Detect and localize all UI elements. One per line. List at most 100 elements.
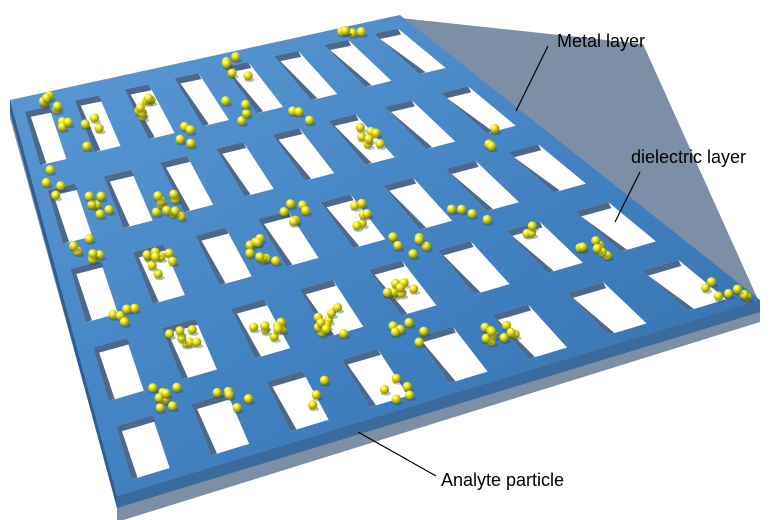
hole-wall-shadow (195, 227, 229, 286)
analyte-particle (486, 141, 497, 151)
analyte-particle (279, 206, 289, 217)
analyte-particle (592, 243, 602, 254)
hole-5-6 (491, 304, 568, 360)
hole-opening (272, 128, 335, 181)
analyte-particle (271, 256, 281, 266)
hole-wall-shadow (115, 415, 156, 480)
analyte-particle (527, 221, 537, 231)
hole-opening (575, 202, 656, 252)
hole-wall-shadow (324, 39, 372, 88)
hole-wall-shadow (70, 260, 104, 323)
hole-5-7 (567, 282, 647, 335)
hole-wall-shadow (642, 259, 694, 311)
analyte-particle (501, 320, 512, 330)
metal-layer-leader (515, 45, 549, 112)
metal-layer-label: Metal layer (557, 31, 645, 51)
analyte-particle (285, 199, 296, 209)
analyte-particle (119, 317, 130, 327)
hole-wall-shadow (272, 128, 312, 181)
analyte-particle (151, 207, 161, 217)
analyte-particle (95, 209, 105, 219)
analyte-particle (104, 204, 114, 215)
analyte-particle (142, 250, 152, 260)
analyte-particle (87, 199, 97, 209)
analyte-particle (172, 382, 182, 392)
hole-opening (230, 299, 291, 359)
hole-opening (642, 259, 727, 311)
hole-wall-shadow (441, 86, 493, 134)
hole-opening (441, 86, 516, 134)
analyte-particle (357, 132, 367, 142)
analyte-particle (340, 26, 350, 36)
metal-right-edge (117, 300, 760, 508)
metal-layer-surface (10, 15, 760, 496)
hole-wall-shadow (416, 326, 456, 384)
analyte-particle (155, 403, 165, 413)
analyte-particle (175, 134, 185, 144)
analyte-particle (350, 200, 360, 211)
hole-opening (124, 84, 175, 140)
hole-3-7 (445, 160, 520, 212)
analyte-particle (56, 181, 66, 191)
analyte-particle (486, 326, 497, 337)
hole-3-4 (258, 210, 319, 267)
hole-opening (160, 155, 214, 213)
hole-opening (324, 39, 392, 88)
hole-wall-shadow (274, 50, 318, 101)
analyte-particle (153, 191, 163, 201)
analyte-particle (382, 287, 392, 297)
hole-2-4 (216, 142, 274, 197)
hole-5-8 (642, 259, 727, 311)
hole-wall-shadow (567, 282, 615, 335)
analyte-particle (421, 241, 432, 251)
analyte-particle (253, 237, 263, 247)
hole-3-8 (508, 144, 586, 193)
hole-opening (216, 142, 274, 197)
analyte-particle (414, 235, 424, 245)
hole-1-7 (324, 39, 392, 88)
analyte-particle (243, 394, 254, 404)
hole-5-1 (115, 415, 170, 480)
hole-wall-shadow (341, 348, 381, 408)
analyte-particle (185, 337, 195, 347)
analyte-particle (326, 308, 337, 318)
analyte-particle (527, 228, 537, 238)
analyte-particle (456, 204, 467, 214)
hole-2-8 (441, 86, 516, 134)
hole-wall-shadow (368, 260, 408, 316)
analyte-particle (404, 317, 414, 328)
analyte-particle (96, 191, 106, 201)
analyte-particle-label: Analyte particle (441, 470, 564, 490)
hole-wall-shadow (191, 393, 231, 456)
analyte-particle (395, 282, 405, 293)
analyte-particle (84, 191, 94, 201)
analyte-particle (167, 256, 178, 266)
hole-4-1 (93, 338, 144, 402)
analyte-particle (212, 387, 222, 398)
analyte-particle (311, 390, 321, 400)
hole-3-3 (195, 227, 252, 286)
hole-1-8 (374, 28, 446, 75)
analyte-particle (88, 249, 98, 259)
hole-wall-shadow (230, 299, 267, 359)
analyte-particle (723, 288, 734, 299)
analyte-particle (446, 204, 457, 214)
analyte-particle-cluster (38, 25, 754, 414)
analyte-particle (245, 248, 255, 258)
analyte-particle (130, 303, 140, 313)
analyte-particle (393, 240, 403, 250)
hole-opening (491, 304, 568, 360)
analyte-particle (355, 122, 365, 132)
hole-opening (416, 326, 488, 384)
hole-opening (195, 227, 252, 286)
hole-wall-shadow (132, 244, 166, 304)
analyte-particle (243, 71, 253, 81)
hole-wall-shadow (491, 304, 535, 360)
hole-wall-shadow (383, 177, 427, 230)
hole-3-5 (320, 194, 386, 249)
analyte-particle (499, 333, 509, 343)
analyte-particle (192, 337, 202, 347)
analyte-particle (41, 93, 52, 103)
hole-wall-shadow (575, 202, 627, 252)
analyte-particle (147, 260, 157, 270)
